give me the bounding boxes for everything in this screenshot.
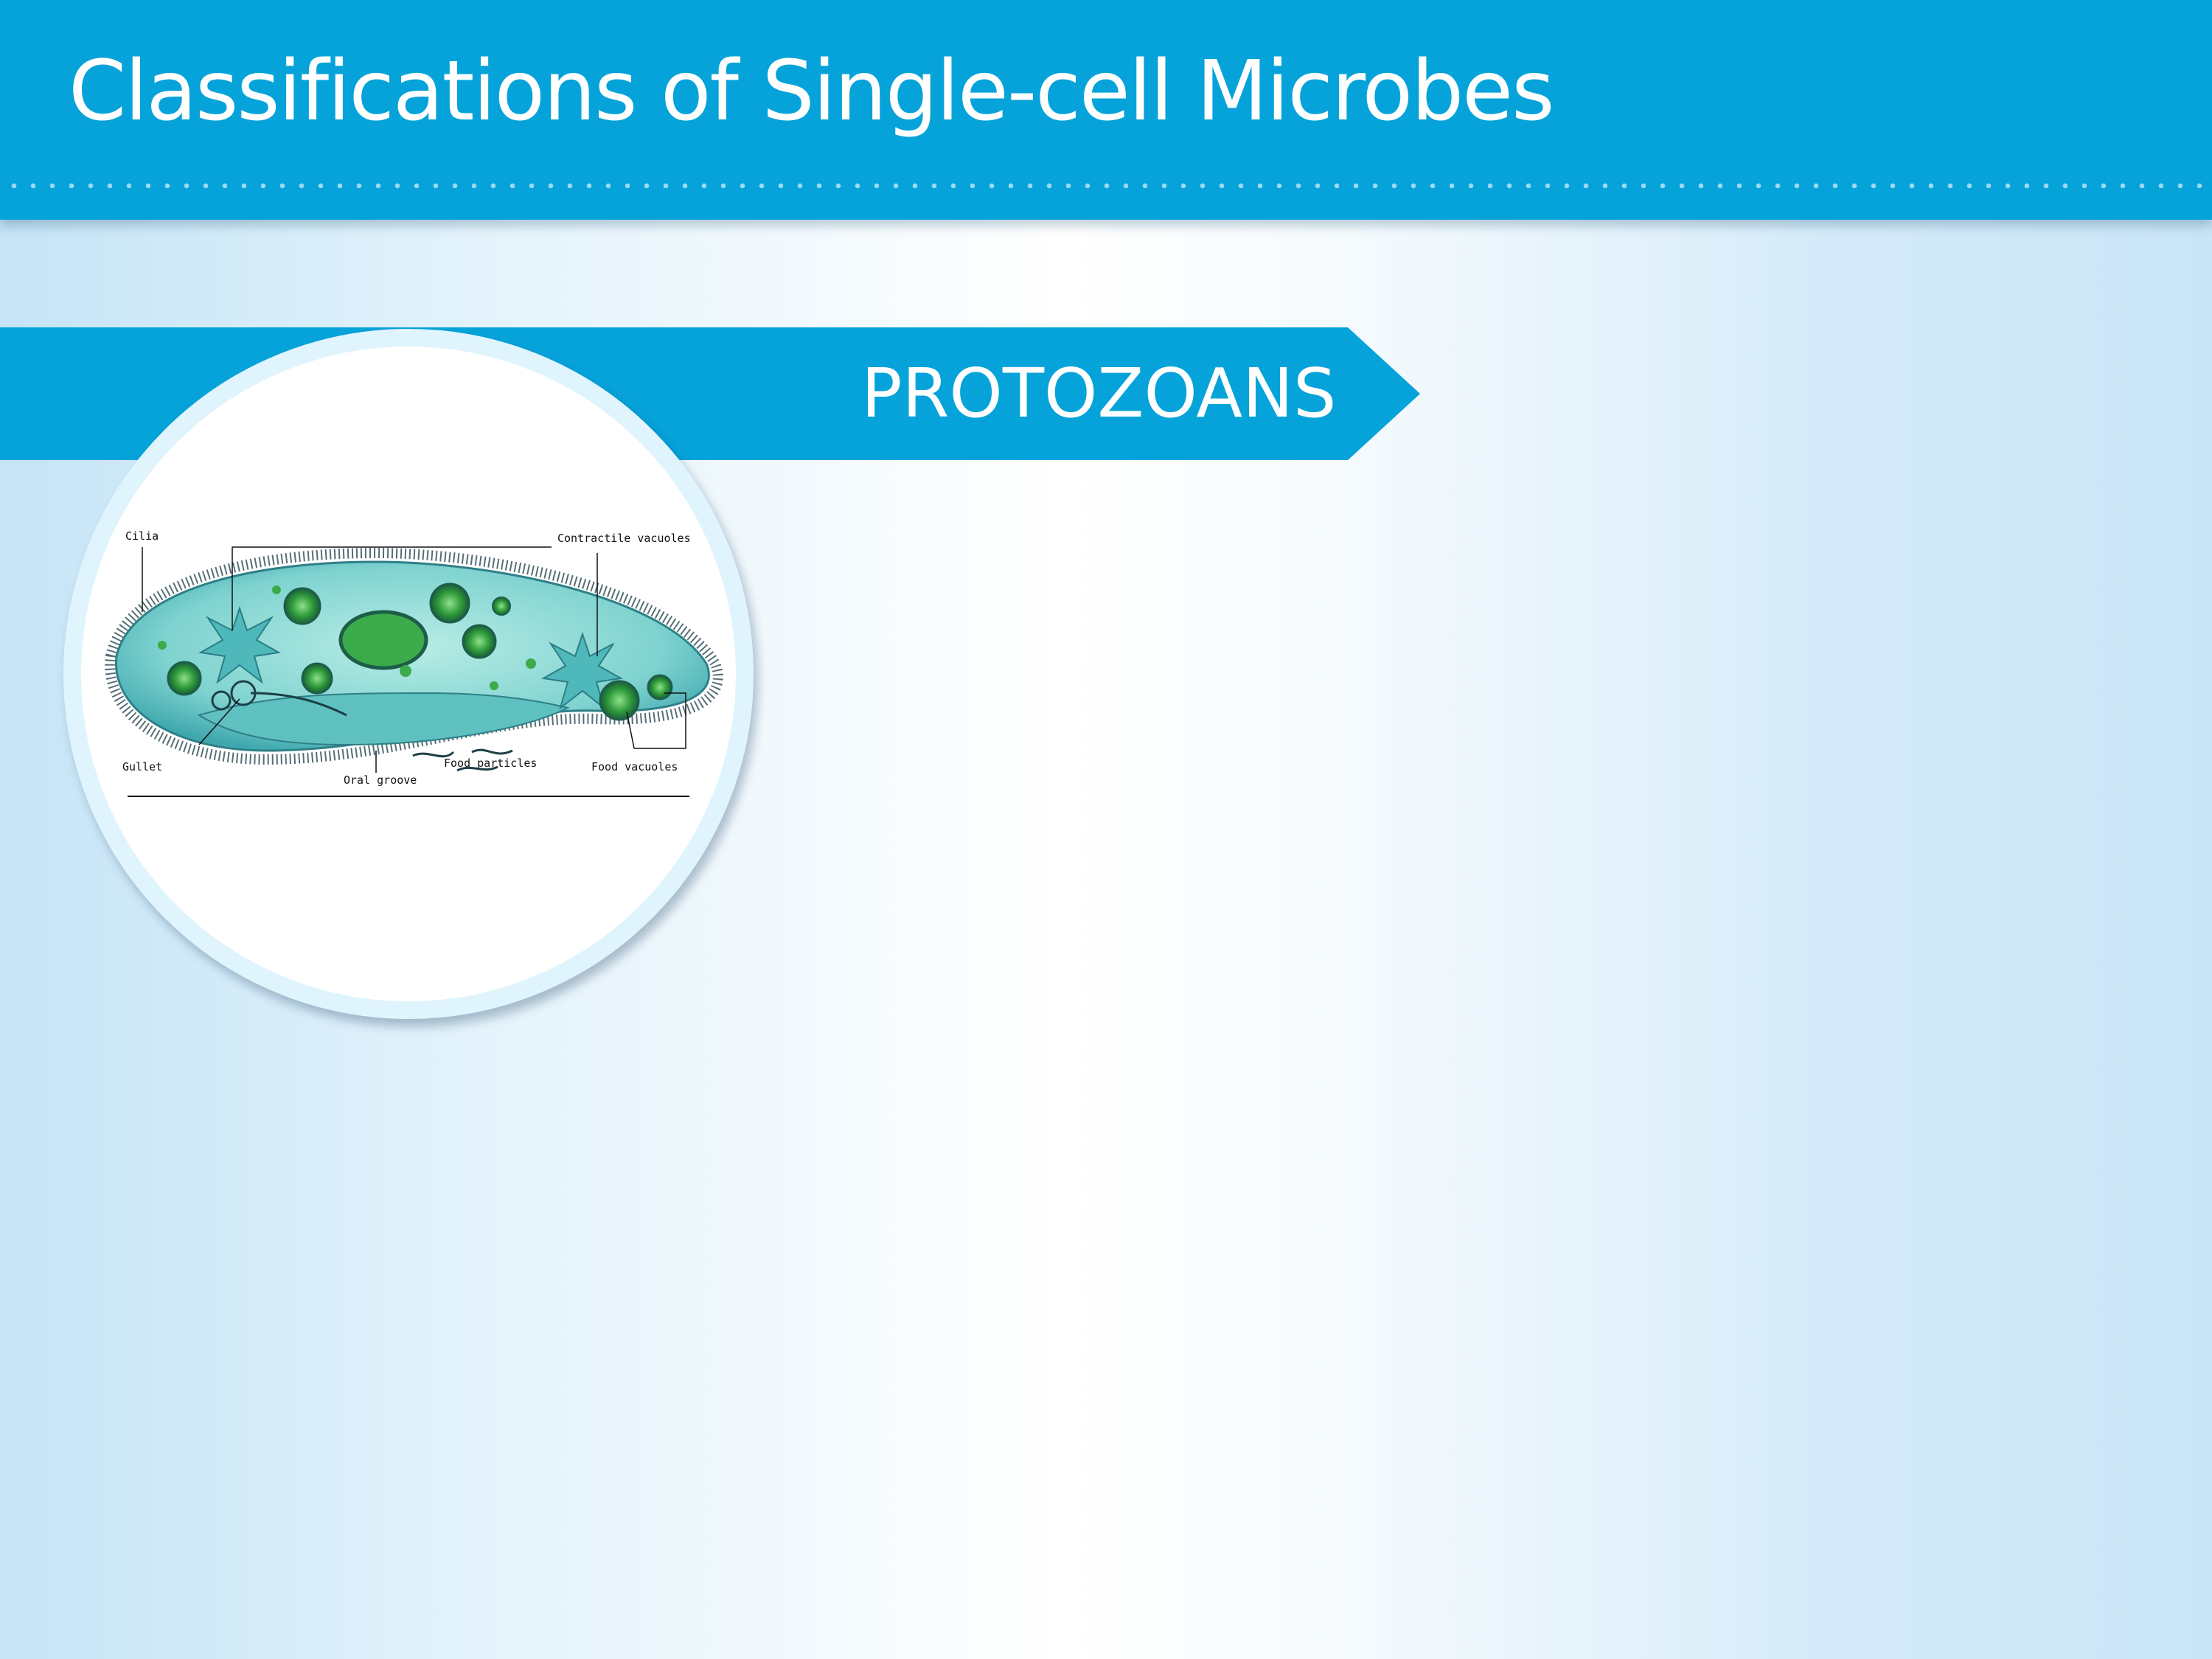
label-food-particles: Food particles — [444, 757, 537, 770]
gullet — [211, 680, 347, 717]
food-particles — [412, 748, 513, 772]
label-food-vacuoles: Food vacuoles — [591, 760, 678, 773]
title-bar: Classifications of Single-cell Microbes — [0, 0, 2212, 220]
page-title: Classifications of Single-cell Microbes — [69, 44, 1554, 139]
contractile-vacuole-right — [540, 631, 624, 710]
leader-lines — [128, 546, 689, 797]
contractile-vacuole-left — [198, 605, 282, 684]
dotted-divider — [0, 183, 2212, 189]
label-gullet: Gullet — [122, 760, 162, 773]
macronucleus — [338, 610, 428, 670]
cilia-fringe — [105, 547, 723, 765]
paramecium-diagram: Cilia Contractile vacuoles Gullet Oral g… — [105, 529, 723, 797]
label-contractile-vacuoles: Contractile vacuoles — [557, 532, 691, 545]
food-vacuoles — [158, 582, 673, 721]
label-oral-groove: Oral groove — [344, 773, 417, 787]
label-cilia: Cilia — [125, 529, 159, 543]
protozoan-image-frame: Cilia Contractile vacuoles Gullet Oral g… — [63, 329, 754, 1019]
section-label: PROTOZOANS — [861, 354, 1337, 433]
oral-groove — [197, 692, 570, 746]
